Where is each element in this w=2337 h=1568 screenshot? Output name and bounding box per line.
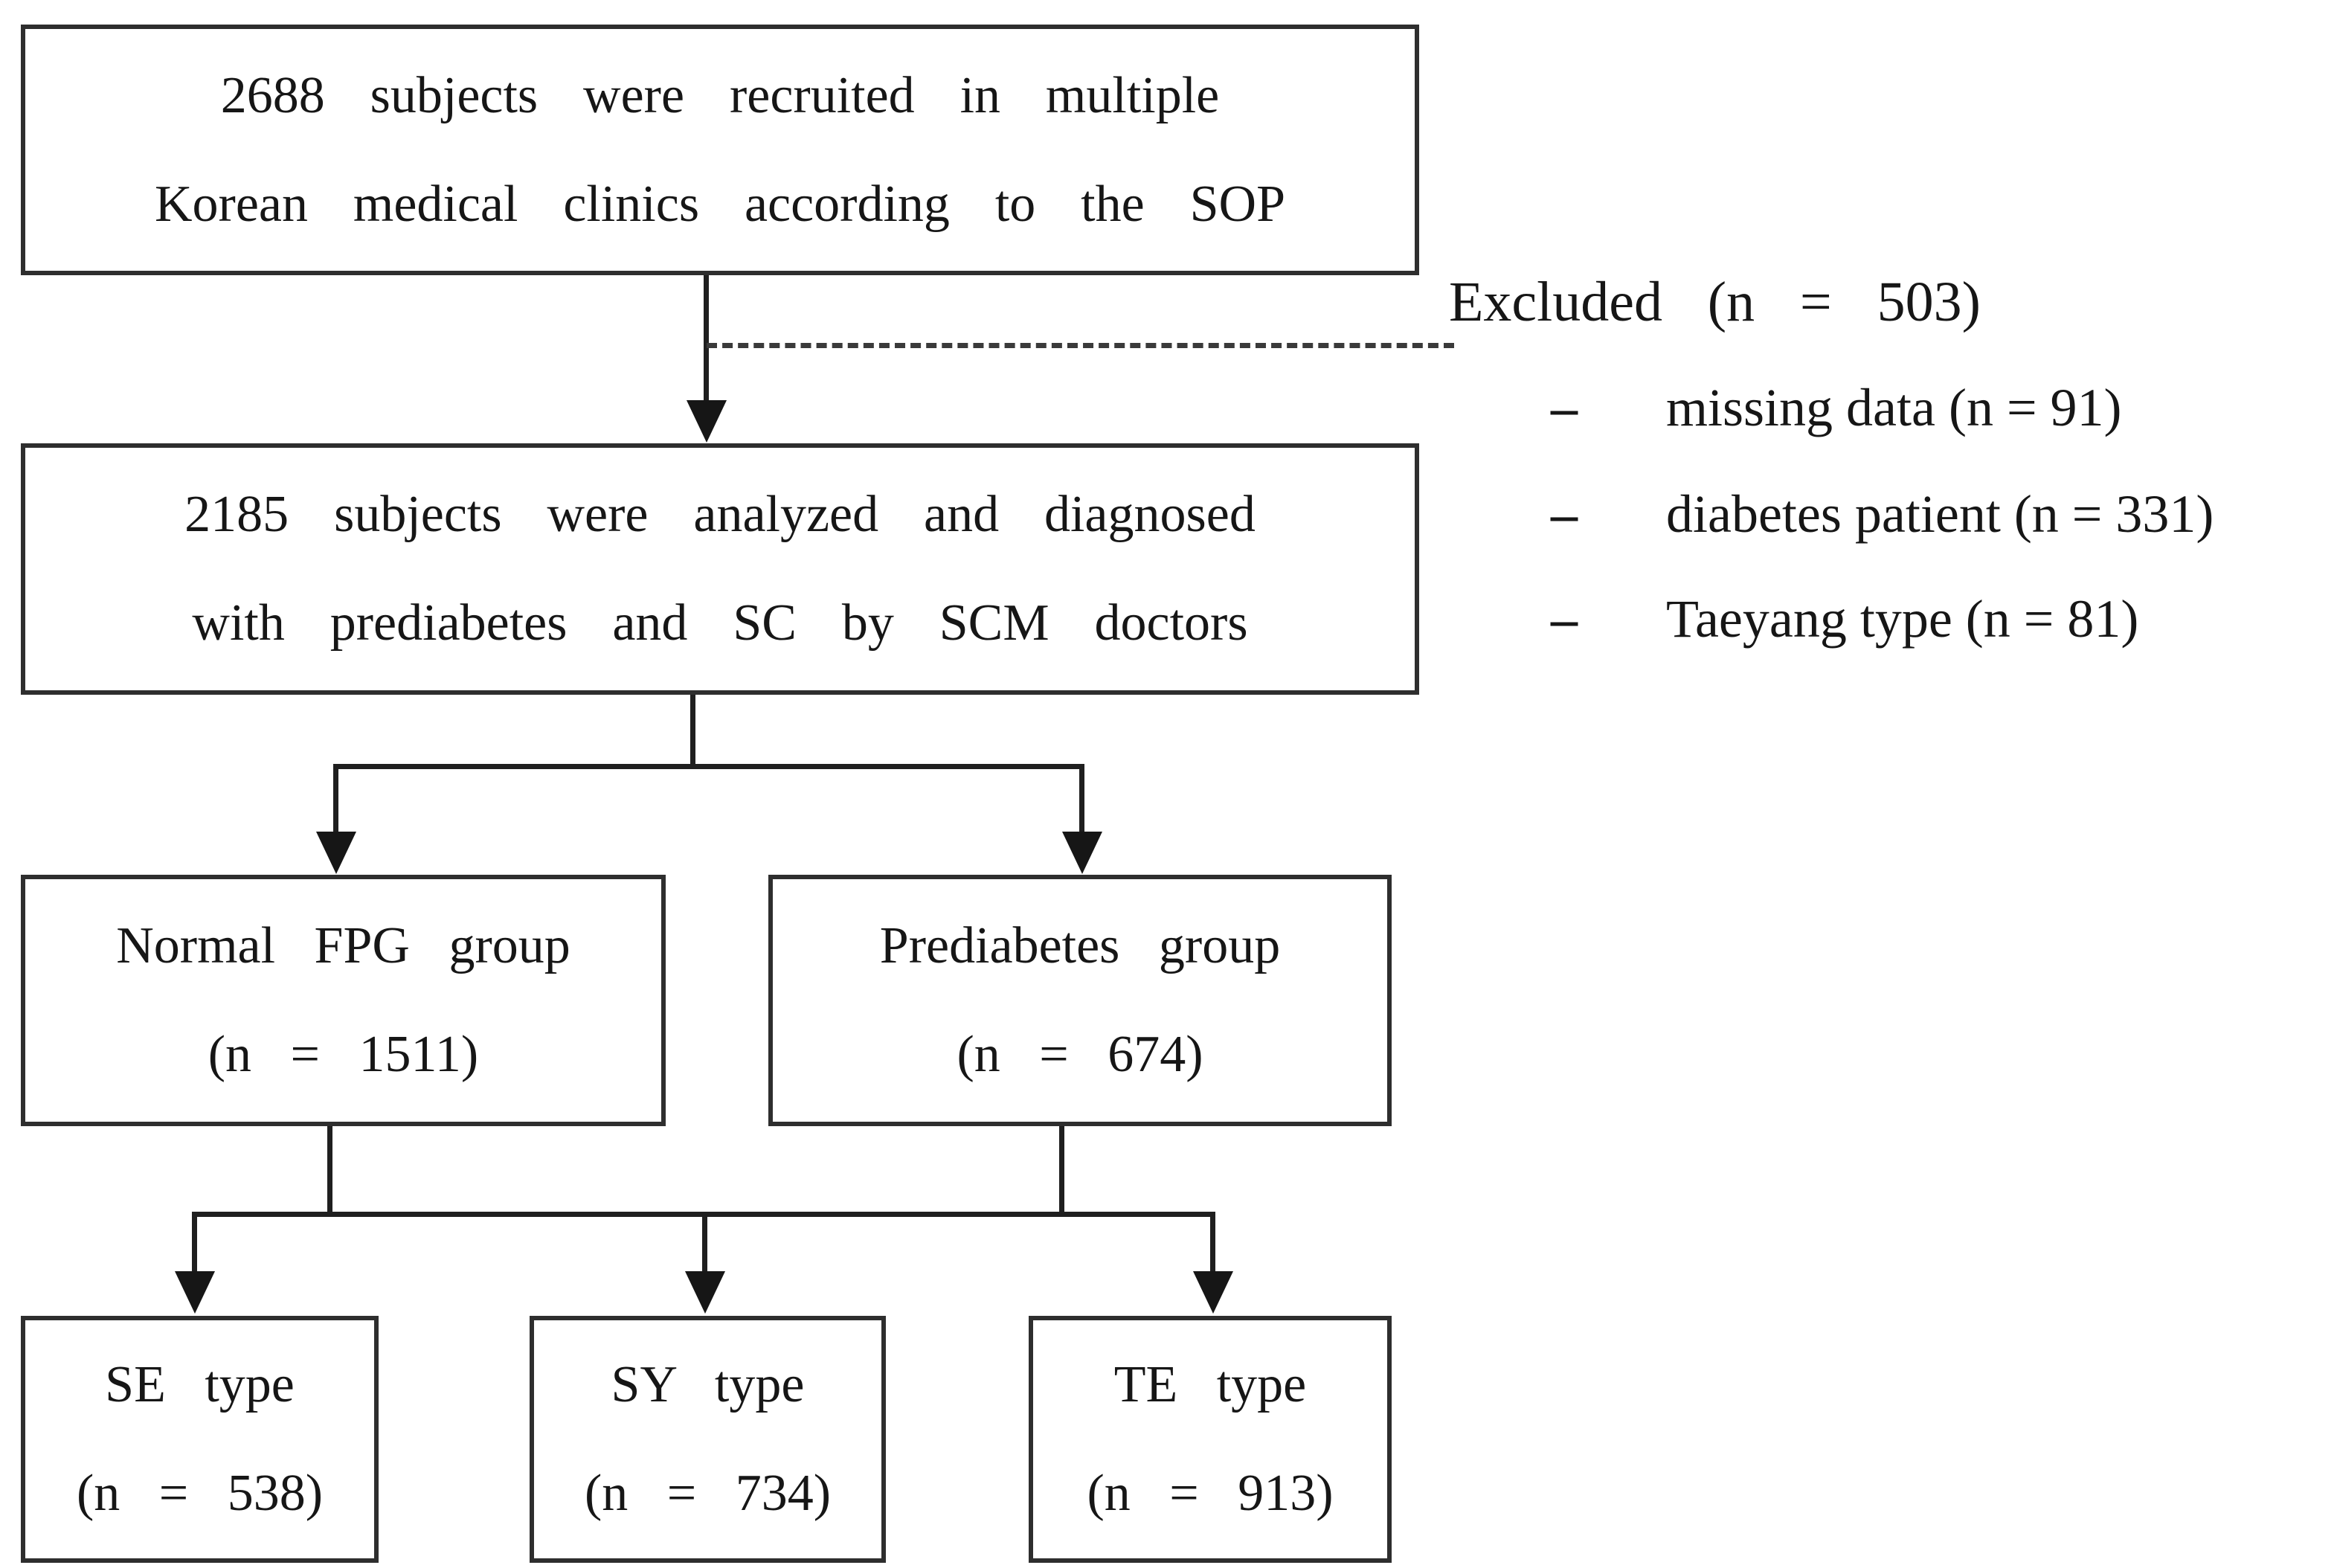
box-te-type: TE type (n = 913) [1029,1316,1392,1563]
arrowhead-se-type [175,1271,215,1314]
connector-to-te-type [1210,1212,1215,1273]
box-prediabetes-line2: (n = 674) [957,1026,1203,1083]
arrowhead-prediabetes [1062,832,1102,874]
excluded-item-label: diabetes patient (n = 331) [1666,484,2214,544]
box-analyzed: 2185 subjects were analyzed and diagnose… [21,443,1419,695]
connector-normal-fpg-stem [327,1126,332,1217]
connector-to-prediabetes [1079,764,1084,833]
box-recruited-line2: Korean medical clinics according to the … [154,175,1286,233]
connector-to-se-type [192,1212,197,1273]
connector-to-sy-type [702,1212,707,1273]
box-recruited-line1: 2688 subjects were recruited in multiple [220,66,1220,124]
arrowhead-normal-fpg [316,832,356,874]
box-te-line1: TE type [1113,1356,1307,1413]
connector-prediabetes-stem [1059,1126,1064,1217]
box-prediabetes-group: Prediabetes group (n = 674) [768,875,1392,1126]
box-recruited: 2688 subjects were recruited in multiple… [21,25,1419,275]
dash-bullet: – [1551,589,1578,649]
excluded-item-label: missing data (n = 91) [1666,378,2122,437]
excluded-item-label: Taeyang type (n = 81) [1666,589,2139,649]
excluded-item-diabetes-patient: – diabetes patient (n = 331) [1551,480,2214,548]
arrowhead-sy-type [685,1271,725,1314]
box-sy-type: SY type (n = 734) [530,1316,886,1563]
connector-analyzed-stem [690,695,695,769]
box-analyzed-line1: 2185 subjects were analyzed and diagnose… [184,486,1256,543]
box-prediabetes-line1: Prediabetes group [879,917,1281,974]
excluded-item-taeyang-type: – Taeyang type (n = 81) [1551,585,2138,653]
excluded-title: Excluded (n = 503) [1449,271,1981,333]
box-sy-line2: (n = 734) [584,1465,832,1522]
connector-group-split [333,764,1084,769]
connector-to-normal-fpg [333,764,338,833]
arrowhead-analyzed [687,400,727,443]
dash-bullet: – [1551,484,1578,544]
dash-bullet: – [1551,378,1578,437]
connector-excluded-dashed [707,343,1454,348]
connector-recruited-to-analyzed [704,275,709,403]
box-se-type: SE type (n = 538) [21,1316,379,1563]
box-normal-fpg-group: Normal FPG group (n = 1511) [21,875,666,1126]
arrowhead-te-type [1193,1271,1233,1314]
box-analyzed-line2: with prediabetes and SC by SCM doctors [192,594,1248,652]
box-normal-fpg-line2: (n = 1511) [208,1026,479,1083]
box-te-line2: (n = 913) [1087,1465,1334,1522]
box-normal-fpg-line1: Normal FPG group [116,917,570,974]
box-se-line1: SE type [105,1356,295,1413]
box-sy-line1: SY type [611,1356,805,1413]
box-se-line2: (n = 538) [76,1465,324,1522]
excluded-item-missing-data: – missing data (n = 91) [1551,373,2122,442]
